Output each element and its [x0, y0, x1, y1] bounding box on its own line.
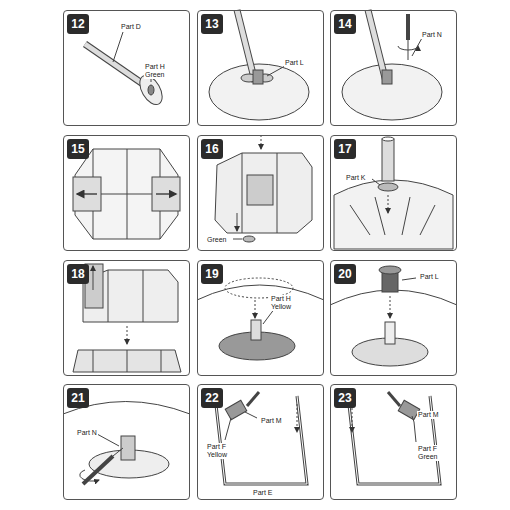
step-number: 15: [67, 139, 89, 159]
step-panel: 22Part M Part F YellowPart E: [197, 384, 324, 500]
part-label: Part E: [252, 489, 273, 497]
frame-figure: [215, 392, 307, 484]
step-number: 14: [334, 14, 356, 34]
part-label: Part K: [345, 174, 366, 182]
part-label: Part M: [417, 411, 440, 419]
part-label: Part H Green: [144, 63, 176, 79]
step-panel: 12 Part D Part H Green: [63, 10, 190, 126]
bin-panels-figure: [73, 149, 180, 239]
bin-stack-figure: [73, 264, 181, 372]
step-number: 20: [334, 264, 356, 284]
part-label: Part L: [419, 273, 440, 281]
wheel-screw-figure: [342, 10, 442, 120]
step-number: 16: [201, 139, 223, 159]
part-label: Part F Green: [417, 445, 449, 461]
step-number: 22: [201, 388, 223, 408]
part-label: Part N: [76, 429, 98, 437]
step-panel: 18: [63, 260, 190, 376]
wheel-figure: [209, 10, 309, 120]
frame-figure: [348, 392, 440, 484]
base-pipe-figure: [334, 137, 453, 249]
step-panel: 13Part L: [197, 10, 324, 126]
step-number: 19: [201, 264, 223, 284]
step-panel: 21Part N: [63, 384, 190, 500]
step-number: 17: [334, 139, 356, 159]
step-number: 12: [67, 14, 89, 34]
step-panel: 15: [63, 135, 190, 251]
part-label: Part F Yellow: [206, 443, 238, 459]
part-label: Part D: [120, 23, 142, 31]
step-panel: 14Part N: [330, 10, 457, 126]
part-label: Part H Yellow: [270, 295, 302, 311]
part-label: Part L: [284, 59, 305, 67]
screw-fix-figure: [63, 402, 190, 485]
step-panel: 17Part K: [330, 135, 457, 251]
step-panel: 19Part H Yellow: [197, 260, 324, 376]
step-panel: 23Part M Part F Green: [330, 384, 457, 500]
step-panel: 20 Part L: [330, 260, 457, 376]
step-number: 23: [334, 388, 356, 408]
step-number: 21: [67, 388, 89, 408]
part-label: Part N: [421, 31, 443, 39]
step-number: 13: [201, 14, 223, 34]
bin-figure: [215, 135, 312, 242]
step-number: 18: [67, 264, 89, 284]
part-label: Part M: [260, 417, 283, 425]
step-panel: 16Green: [197, 135, 324, 251]
wheel-place-figure: [197, 278, 324, 360]
part-label: Green: [206, 236, 227, 244]
